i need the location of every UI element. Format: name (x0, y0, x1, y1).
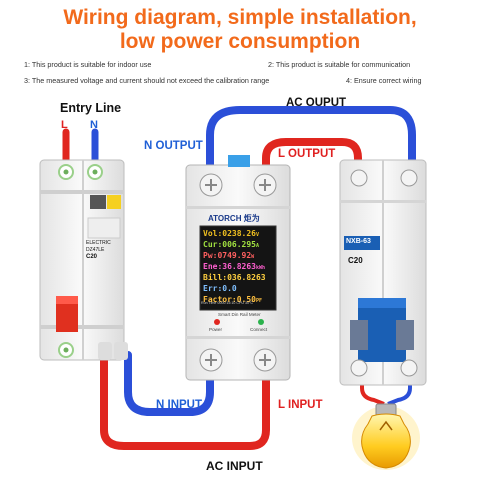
title-line-1: Wiring diagram, simple installation, (63, 6, 417, 29)
meter-lcd-value: 036.8263 (227, 273, 266, 282)
l-output-wire (262, 138, 362, 176)
meter-lcd-unit: A (255, 243, 259, 249)
meter-lcd-value: 36.8263 (222, 262, 256, 271)
meter-lcd-row: Factor:0.50PF (203, 295, 275, 306)
note-2: 2: This product is suitable for communic… (268, 60, 411, 69)
meter-subtitle: Smart Din Rail Meter (218, 312, 261, 317)
n-input-wire (124, 351, 214, 416)
right-breaker (339, 159, 427, 386)
meter-lcd-row: Bill:036.8263 (203, 273, 275, 284)
meter-run-time: Run Time 0000:15:10 CPU 30°C (201, 301, 253, 305)
meter-connect-label: Connect (250, 327, 268, 332)
meter-lcd-row: Vol:0238.26V (203, 229, 275, 240)
meter-lcd-key: Bill: (203, 273, 228, 282)
n-input-label: N INPUT (156, 399, 202, 411)
l-output-label: L OUTPUT (278, 148, 336, 160)
meter-lcd-value: 0238.26 (222, 229, 256, 238)
meter-lcd-key: Cur: (203, 240, 223, 249)
meter-lcd-row: Ene:36.8263kWh (203, 262, 275, 273)
meter-brand-cn: 炬为 (243, 214, 260, 223)
meter-lcd-value: 006.295 (222, 240, 256, 249)
meter-lcd-key: Err: (203, 284, 223, 293)
n-output-label: N OUTPUT (144, 140, 203, 152)
ac-input-label: AC INPUT (206, 459, 263, 473)
entry-line-label: Entry Line (60, 101, 122, 115)
l-input-wire (100, 351, 270, 450)
note-3: 3: The measured voltage and current shou… (24, 76, 270, 85)
left-breaker (39, 159, 128, 361)
meter-lcd-unit: V (255, 232, 259, 238)
left-breaker-rating: C20 (86, 254, 98, 260)
meter-lcd-key: Factor: (203, 295, 237, 304)
entry-n-label: N (90, 119, 98, 131)
meter-lcd-row: Cur:006.295A (203, 240, 275, 251)
bulb-red-wire (360, 372, 385, 406)
left-breaker-brand: ELECTRIC (86, 240, 111, 246)
meter-lcd-value: 0749.92 (217, 251, 252, 260)
meter-power-label: Power (209, 327, 223, 332)
meter-lcd-row: Pw:0749.92W (203, 251, 275, 262)
note-4: 4: Ensure correct wiring (346, 76, 422, 85)
meter-lcd-unit: W (251, 254, 255, 260)
right-breaker-model: NXB-63 (346, 238, 371, 245)
meter-lcd-key: Ene: (203, 262, 223, 271)
meter-lcd-value: 0.0 (222, 284, 237, 293)
meter-lcd-key: Vol: (203, 229, 223, 238)
right-breaker-rating: C20 (348, 256, 363, 265)
meter-lcd-value: 0.50 (236, 295, 256, 304)
meter-brand: ATORCH 炬为 (208, 213, 260, 224)
title-line-2: low power consumption (119, 30, 361, 53)
energy-meter (185, 155, 291, 381)
meter-lcd-row: Err:0.0 (203, 284, 275, 295)
meter-lcd-key: Pw: (203, 251, 218, 260)
n-output-wire (206, 106, 416, 176)
note-1: 1: This product is suitable for indoor u… (24, 60, 152, 69)
light-bulb-icon (352, 403, 420, 470)
l-input-label: L INPUT (278, 399, 323, 411)
bulb-blue-wire (387, 372, 412, 406)
meter-lcd-unit: PF (255, 298, 263, 304)
left-breaker-model: DZ47LE (86, 247, 105, 253)
ac-output-label: AC OUPUT (286, 97, 347, 109)
meter-brand-en: ATORCH (208, 214, 242, 223)
meter-lcd-unit: kWh (255, 265, 266, 271)
entry-l-label: L (61, 119, 68, 131)
